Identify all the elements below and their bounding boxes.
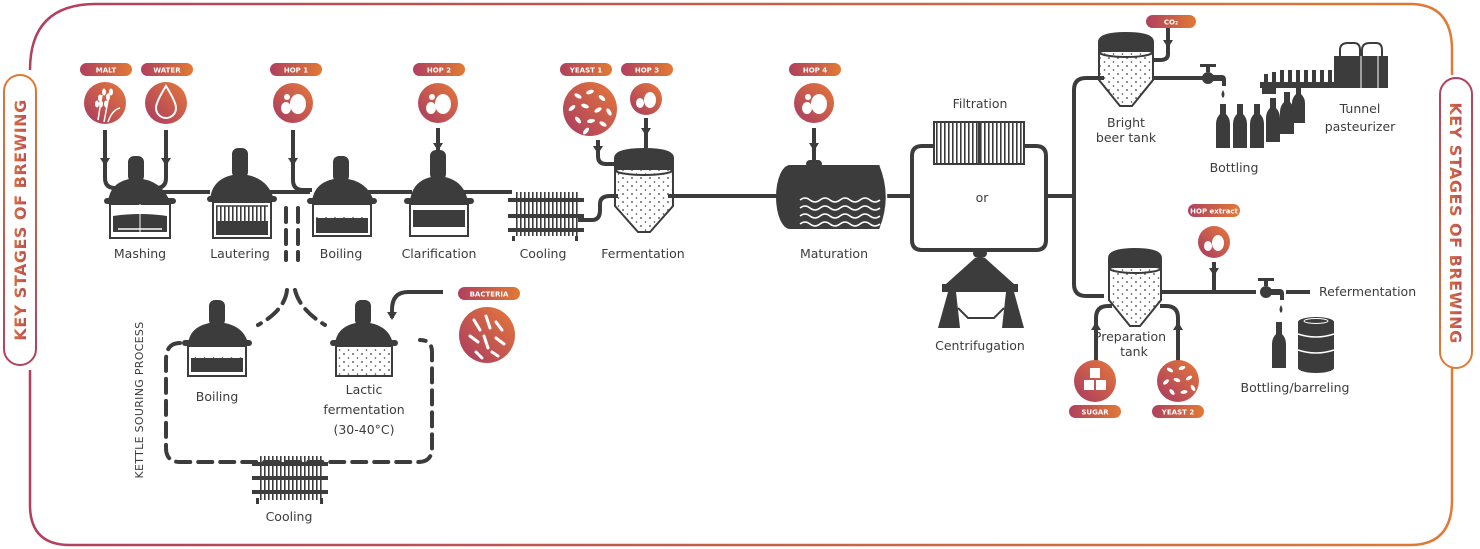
ingredient-sugar: SUGAR — [1069, 360, 1121, 418]
whirlpool-vessel — [404, 150, 474, 237]
hop-extract-label: HOP extract — [1190, 208, 1238, 216]
ingredient-hop-2: HOP 2 — [413, 63, 465, 123]
side-title-right: KEY STAGES OF BREWING — [1439, 77, 1473, 369]
water-label: WATER — [153, 67, 181, 75]
hop-icon — [281, 94, 306, 114]
bright-tank-label-1: Bright — [1107, 115, 1145, 130]
bottles-icon — [1216, 70, 1338, 148]
preparation-tank — [1108, 248, 1162, 327]
stage-bottling-label: Bottling — [1210, 160, 1259, 175]
stage-mashing-label: Mashing — [114, 246, 166, 261]
malt-label: MALT — [96, 67, 117, 75]
stage-boiling-label: Boiling — [320, 246, 363, 261]
stage-filtration-label: Filtration — [953, 96, 1008, 111]
stage-fermentation-label: Fermentation — [601, 246, 684, 261]
tunnel-pasteurizer-icon — [1334, 42, 1388, 88]
tap-icon — [1258, 278, 1284, 313]
side-title-left: KEY STAGES OF BREWING — [3, 74, 37, 366]
bottle-and-keg-icon — [1272, 317, 1335, 373]
souring-heat-exchanger — [252, 456, 328, 504]
stage-cooling-label: Cooling — [520, 246, 567, 261]
water-drop-icon — [154, 84, 178, 119]
hop-3-label: HOP 3 — [635, 67, 659, 75]
tunnel-pasteurizer-label-1: Tunnel — [1339, 101, 1381, 116]
side-title-right-text: KEY STAGES OF BREWING — [1446, 102, 1465, 343]
lauter-tun — [207, 148, 277, 239]
co2-label: CO₂ — [1164, 19, 1178, 27]
stage-centrifugation-label: Centrifugation — [935, 338, 1025, 353]
stage-bottling-barreling-label: Bottling/barreling — [1241, 380, 1350, 395]
heat-exchanger — [508, 192, 584, 241]
souring-cooling-label: Cooling — [266, 509, 313, 524]
ingredient-malt: MALT — [80, 63, 132, 124]
mashing-tun — [104, 156, 176, 239]
side-title-left-text: KEY STAGES OF BREWING — [11, 99, 30, 340]
hop-4-label: HOP 4 — [803, 67, 827, 75]
tunnel-pasteurizer-label-2: pasteurizer — [1325, 119, 1396, 134]
lactic-fermentation-label-3: (30-40°C) — [333, 422, 394, 437]
hop-icon — [802, 94, 827, 114]
preparation-tank-label-1: Preparation — [1094, 329, 1166, 344]
bacteria-pipe — [390, 290, 443, 318]
yeast-icon — [1163, 365, 1196, 395]
ingredient-bacteria: BACTERIA — [458, 287, 520, 363]
yeast2-pipe — [1160, 304, 1180, 376]
yeast-1-label: YEAST 1 — [569, 67, 603, 75]
ingredient-yeast-1: YEAST 1 — [560, 63, 617, 136]
yeast-icon — [568, 89, 612, 135]
lactic-fermentation-label-2: fermentation — [323, 402, 404, 417]
wheat-icon — [95, 88, 121, 123]
lactic-fermentation-kettle — [330, 300, 398, 377]
sugar-label: SUGAR — [1081, 409, 1109, 417]
stage-lautering-label: Lautering — [210, 246, 270, 261]
hop-icon — [426, 94, 451, 114]
hop-2-label: HOP 2 — [427, 67, 451, 75]
lactic-fermentation-label-1: Lactic — [346, 382, 383, 397]
bright-tank-label-2: beer tank — [1096, 130, 1157, 145]
ingredient-water: WATER — [141, 63, 193, 124]
frame-border — [28, 2, 1454, 547]
stage-refermentation-label: Refermentation — [1319, 284, 1416, 299]
centrifuge — [938, 248, 1024, 328]
sugar-pipe — [1094, 304, 1112, 376]
preparation-tank-label-2: tank — [1120, 344, 1148, 359]
kettle-souring-title: KETTLE SOURING PROCESS — [133, 322, 146, 479]
sugar-cubes-icon — [1084, 368, 1106, 390]
bacteria-label: BACTERIA — [470, 291, 509, 299]
stage-maturation-label: Maturation — [800, 246, 868, 261]
souring-boiling-label: Boiling — [196, 389, 239, 404]
stage-clarification-label: Clarification — [402, 246, 477, 261]
fermentation-tank — [614, 148, 674, 233]
or-label: or — [976, 190, 990, 205]
tap-icon — [1200, 64, 1226, 98]
ingredient-yeast-2: YEAST 2 — [1152, 360, 1204, 418]
ingredient-hop-4: HOP 4 — [789, 63, 841, 123]
filter-unit — [933, 121, 1025, 165]
hop-icon — [1204, 235, 1224, 251]
ingredient-hop-1: HOP 1 — [270, 63, 322, 123]
ingredient-hop-3: HOP 3 — [621, 63, 673, 115]
bacteria-icon — [468, 314, 506, 360]
co2-input: CO₂ — [1146, 15, 1196, 28]
hop-icon — [636, 92, 656, 108]
souring-boil-kettle — [182, 300, 252, 377]
boil-kettle — [307, 156, 377, 237]
bright-beer-tank — [1098, 32, 1154, 107]
yeast-2-label: YEAST 2 — [1161, 409, 1195, 417]
maturation-tank — [776, 160, 888, 230]
hop-1-label: HOP 1 — [284, 67, 308, 75]
hop-extract-input: HOP extract — [1188, 204, 1240, 258]
